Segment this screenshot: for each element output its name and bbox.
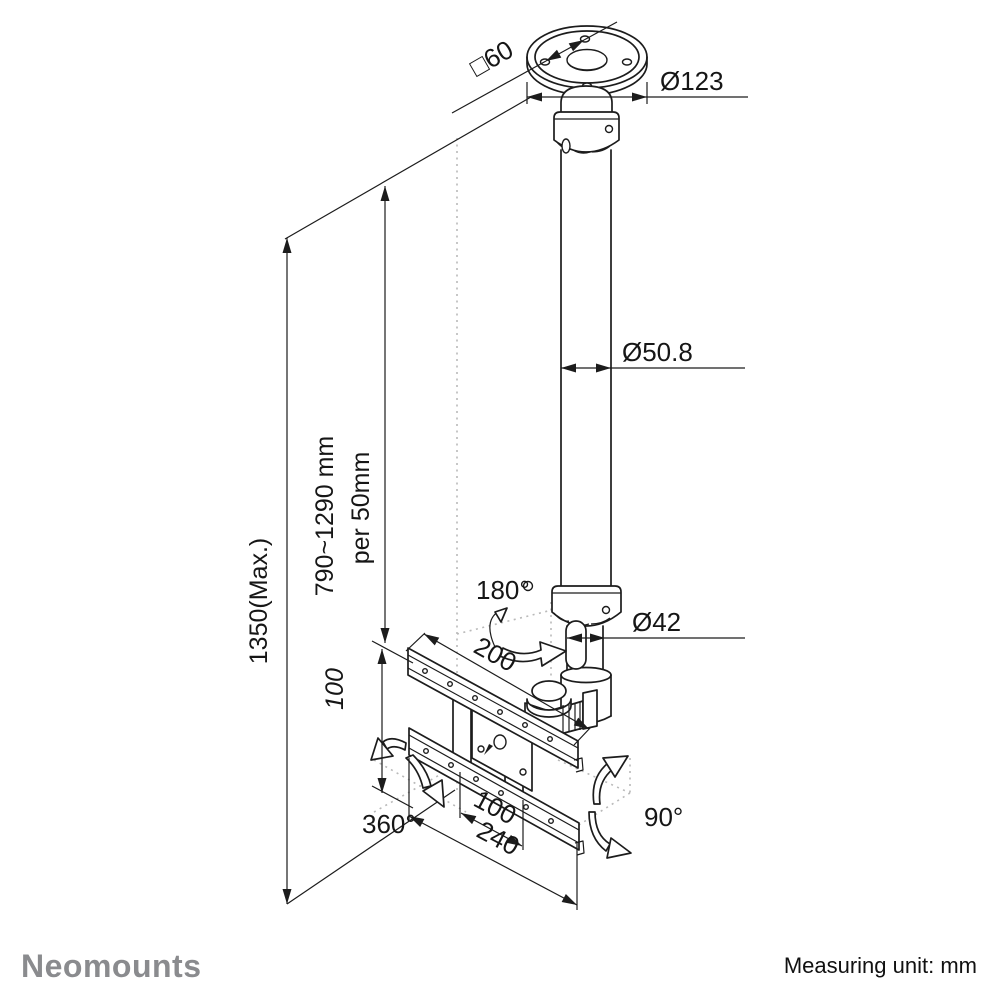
collar-screw (601, 605, 611, 615)
tilt-arrow-head (602, 755, 629, 778)
swivel-slot (565, 620, 587, 670)
label-dia50-8: Ø50.8 (622, 337, 693, 367)
swivel-knob (531, 680, 567, 702)
collar-lever-knob (522, 580, 534, 592)
label-100-side: 100 (321, 668, 349, 710)
label-square60: □60 (465, 34, 519, 82)
label-240: 240 (472, 815, 524, 862)
label-dia123: Ø123 (660, 66, 724, 96)
ceiling-plate (526, 25, 648, 96)
rotation-arrows (370, 607, 632, 859)
plate-center-hole (493, 734, 507, 750)
footer: Neomounts Measuring unit: mm (21, 948, 977, 984)
label-200: 200 (469, 630, 521, 677)
main-pole (560, 149, 612, 591)
label-dia42: Ø42 (632, 607, 681, 637)
label-360deg: 360° (362, 809, 416, 839)
plate-screw-hole (621, 58, 633, 66)
rotate-arrow (405, 754, 432, 789)
brand-logo: Neomounts (21, 948, 202, 984)
tilt-arrow-head (606, 837, 632, 859)
clamp-plate (582, 689, 598, 730)
collar-tab (561, 138, 571, 154)
rotate-arrow-head (422, 779, 445, 808)
collar-screw (604, 124, 614, 134)
label-90deg: 90° (644, 802, 683, 832)
swivel-arrow-head (494, 607, 508, 623)
label-1350-max: 1350(Max.) (245, 538, 273, 664)
dimension-lines (282, 21, 748, 910)
lower-locking-collar (522, 580, 622, 627)
label-180deg: 180° (476, 575, 530, 605)
label-adjust-range: 790~1290 mm (311, 436, 339, 597)
extension-lines (284, 96, 532, 905)
tilt-arrow (588, 811, 611, 852)
center-pointer (484, 744, 493, 755)
label-adjust-step: per 50mm (347, 452, 375, 565)
measuring-unit-note: Measuring unit: mm (784, 953, 977, 978)
upper-locking-collar (553, 85, 620, 154)
